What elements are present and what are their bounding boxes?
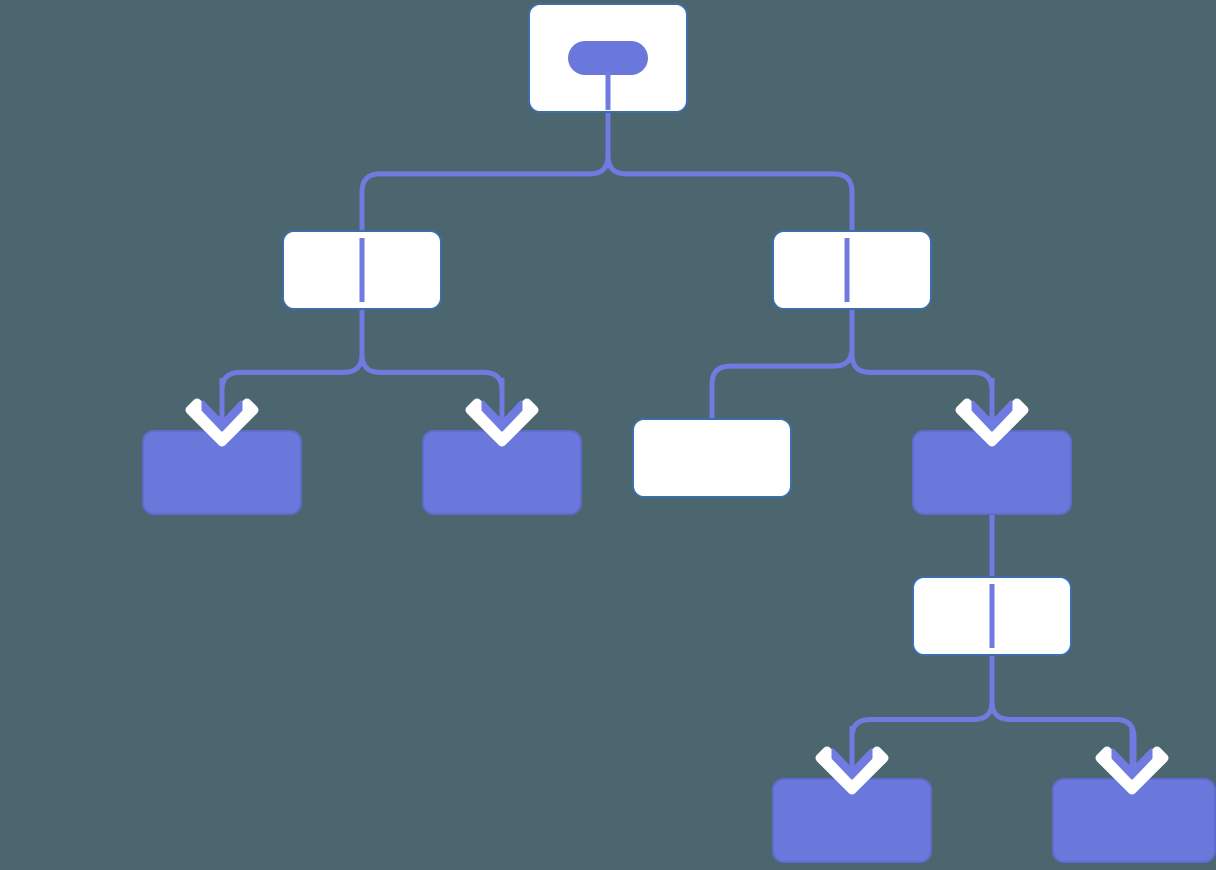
connector-edge <box>849 656 995 778</box>
connector-edge <box>219 310 365 430</box>
diagram-node-n2[interactable] <box>282 230 442 310</box>
diagram-node-n8[interactable] <box>912 576 1072 656</box>
diagram-node-n10[interactable] <box>1052 778 1216 863</box>
diagram-node-n4[interactable] <box>142 430 302 515</box>
diagram-node-n9[interactable] <box>772 778 932 863</box>
connector-edge <box>359 310 505 430</box>
node-label-placeholder-pill <box>568 41 648 75</box>
diagram-node-n3[interactable] <box>772 230 932 310</box>
diagram-node-n5[interactable] <box>422 430 582 515</box>
diagram-node-n7[interactable] <box>912 430 1072 515</box>
connector-edge <box>359 113 611 230</box>
connector-edge <box>989 656 1137 778</box>
diagram-node-n1[interactable] <box>528 3 688 113</box>
connector-edge <box>605 113 855 230</box>
diagram-node-n6[interactable] <box>632 418 792 498</box>
connector-edge <box>849 310 995 430</box>
connector-edge <box>709 310 855 418</box>
